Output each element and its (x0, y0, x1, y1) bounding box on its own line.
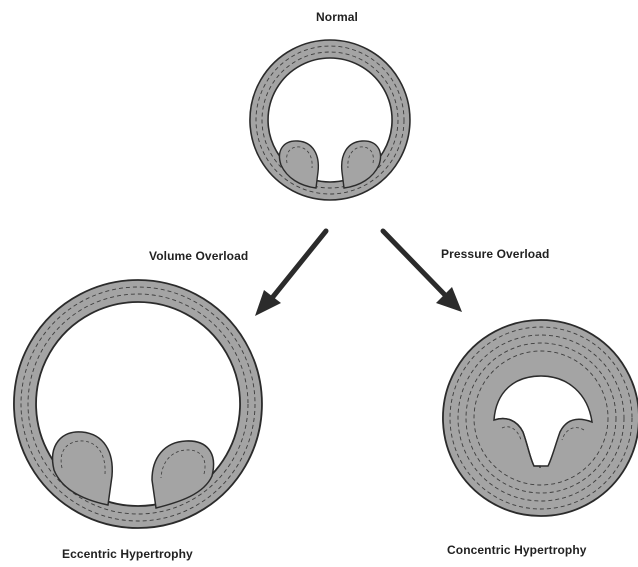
pressure-overload-label: Pressure Overload (441, 247, 549, 261)
normal-heart (250, 40, 410, 200)
volume-overload-label: Volume Overload (149, 249, 248, 263)
eccentric-heart-wall (14, 280, 262, 528)
normal-label: Normal (316, 10, 358, 24)
volume-overload-arrow (255, 231, 326, 316)
eccentric-heart (14, 280, 262, 528)
concentric-hypertrophy-label: Concentric Hypertrophy (447, 543, 587, 557)
normal-heart-wall (250, 40, 410, 200)
concentric-heart (443, 320, 638, 516)
pressure-overload-arrow (383, 231, 462, 312)
eccentric-hypertrophy-label: Eccentric Hypertrophy (62, 547, 193, 561)
